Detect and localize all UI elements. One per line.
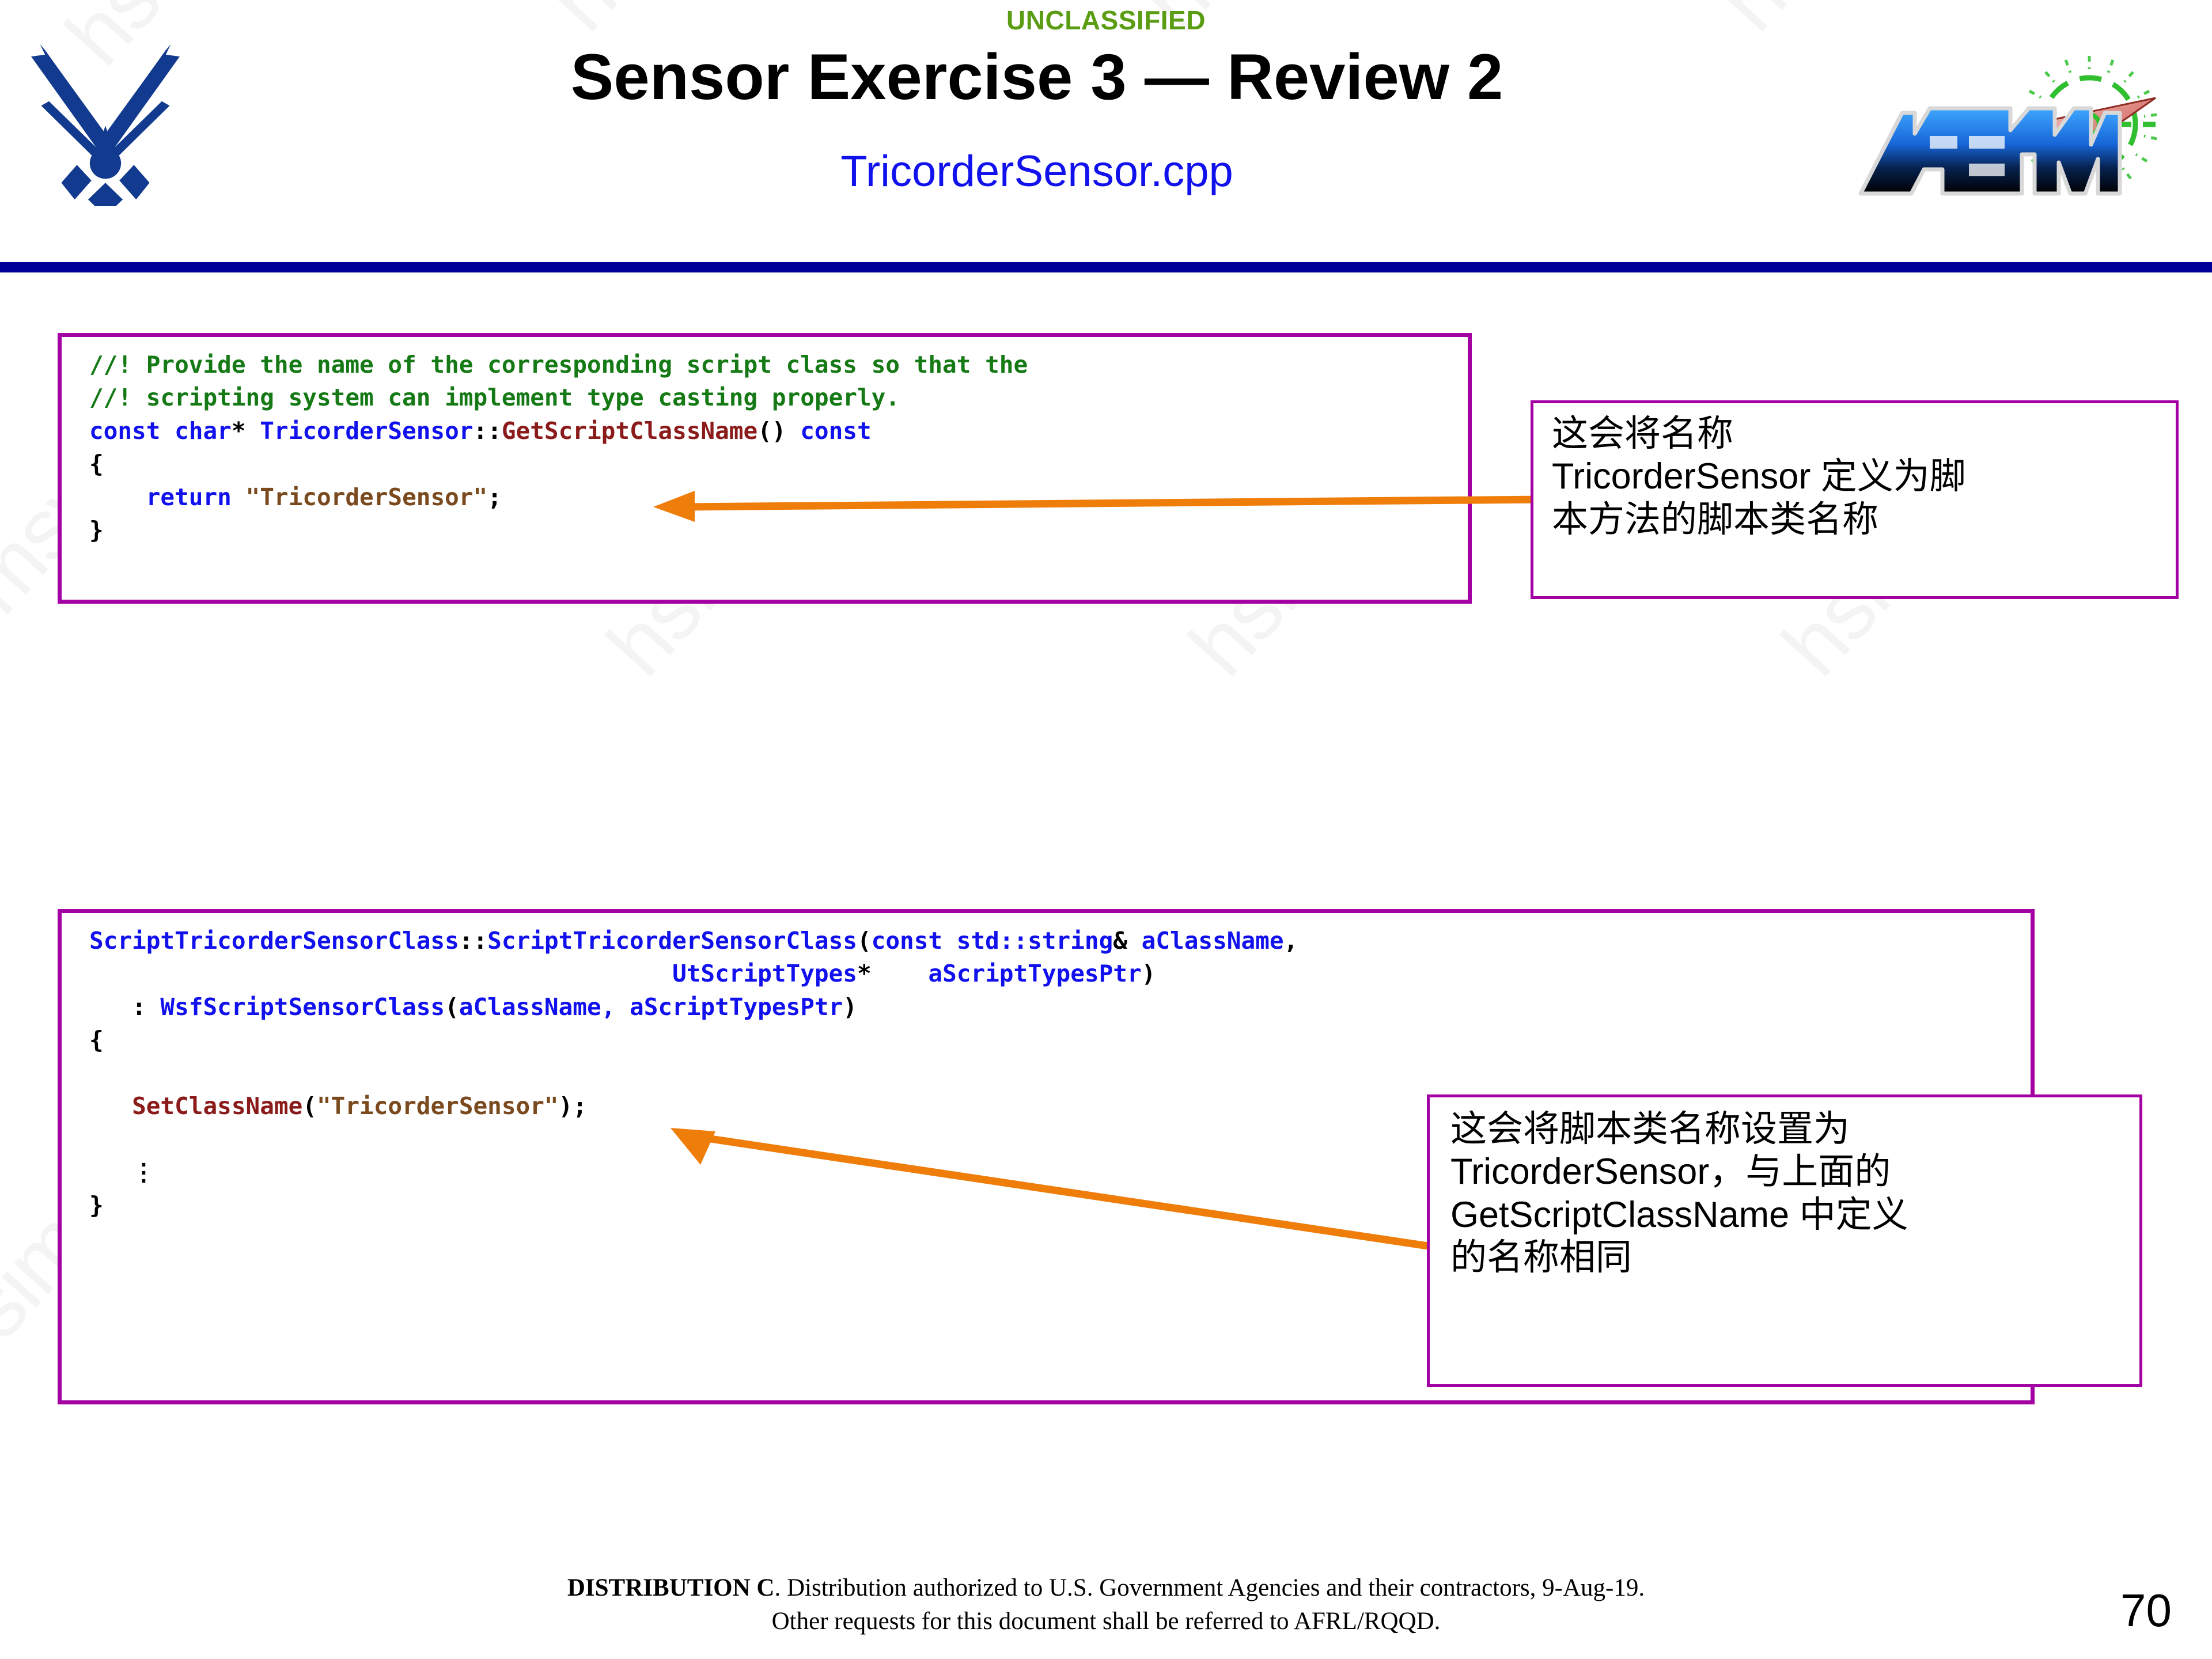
code-token: & (1113, 927, 1142, 955)
code-token: SetClassName (132, 1092, 303, 1120)
code-token: , (1283, 927, 1298, 955)
distribution-rest: . Distribution authorized to U.S. Govern… (774, 1574, 1645, 1601)
code-token: ( (857, 927, 872, 955)
page-subtitle: TricorderSensor.cpp (840, 147, 1233, 196)
code-token: :: (473, 416, 502, 445)
code-token: { (89, 1026, 104, 1054)
code-content-2: ScriptTricorderSensorClass::ScriptTricor… (62, 913, 2031, 1222)
callout-2-text: 这会将脚本类名称设置为 TricorderSensor，与上面的 GetScri… (1450, 1109, 1908, 1278)
slide-header: UNCLASSIFIED Sensor Exercise 3 — Review … (0, 0, 2212, 262)
code-token: * (857, 960, 929, 988)
code-token (89, 483, 146, 511)
code-token: GetScriptClassName (501, 416, 758, 445)
distribution-line-2: Other requests for this document shall b… (771, 1607, 1441, 1635)
code-token: { (89, 450, 104, 478)
header-divider (0, 262, 2212, 272)
code-token: ( (302, 1092, 317, 1120)
code-token: //! scripting system can implement type … (89, 384, 900, 412)
code-token: ScriptTricorderSensorClass (89, 927, 459, 955)
code-token: "TricorderSensor" (316, 1092, 559, 1120)
code-token: WsfScriptSensorClass (160, 993, 445, 1021)
code-token (89, 1092, 132, 1120)
distribution-statement: DISTRIBUTION C. Distribution authorized … (0, 1571, 2212, 1638)
code-token: UtScriptTypes (672, 960, 857, 988)
classification-banner: UNCLASSIFIED (1006, 5, 1206, 35)
code-content-1: //! Provide the name of the correspondin… (62, 337, 1468, 547)
code-token: } (89, 1191, 104, 1219)
code-token: : (89, 993, 161, 1021)
code-token: ) (843, 993, 857, 1021)
code-token: ); (558, 1092, 587, 1120)
code-token (232, 483, 246, 511)
code-token: TricorderSensor (260, 416, 474, 445)
code-token: ) (1141, 960, 1156, 988)
distribution-label: DISTRIBUTION C (567, 1574, 775, 1601)
code-token: const std::string (871, 927, 1113, 955)
code-token: aScriptTypesPtr (928, 960, 1142, 988)
afsim-logo (1858, 56, 2157, 196)
code-token: :: (459, 927, 488, 955)
callout-1-text: 这会将名称 TricorderSensor 定义为脚 本方法的脚本类名称 (1552, 414, 1966, 540)
page-title: Sensor Exercise 3 — Review 2 (570, 41, 1503, 113)
code-token: ( (445, 993, 459, 1021)
code-token: "TricorderSensor" (245, 483, 488, 511)
code-token: const char (89, 416, 232, 445)
code-token (89, 960, 672, 987)
distribution-line-1: DISTRIBUTION C. Distribution authorized … (0, 1571, 2212, 1605)
code-token: const (800, 416, 872, 445)
code-token: //! Provide the name of the correspondin… (89, 351, 1028, 378)
code-token: * (231, 416, 260, 445)
code-token: aClassName, aScriptTypesPtr (459, 993, 843, 1021)
code-token: ⋮ (89, 1158, 156, 1186)
page-number: 70 (2120, 1585, 2172, 1636)
callout-box-1: 这会将名称 TricorderSensor 定义为脚 本方法的脚本类名称 (1531, 400, 2179, 599)
callout-box-2: 这会将脚本类名称设置为 TricorderSensor，与上面的 GetScri… (1427, 1094, 2142, 1387)
code-token: aClassName (1141, 927, 1284, 955)
code-token: return (146, 483, 232, 511)
code-block-getscriptclassname: //! Provide the name of the correspondin… (58, 333, 1472, 604)
us-air-force-logo (31, 44, 180, 206)
code-token: } (89, 516, 104, 544)
code-token: ; (487, 483, 502, 511)
code-token: () (757, 416, 801, 445)
code-token: ScriptTricorderSensorClass (487, 927, 857, 955)
